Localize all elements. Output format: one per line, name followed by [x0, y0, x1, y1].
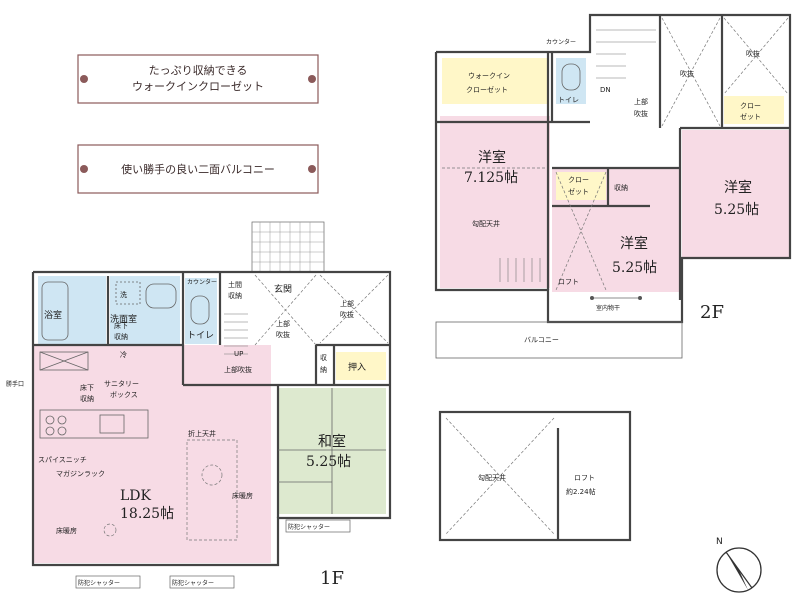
f1-washitsu-size: 5.25帖 — [306, 454, 351, 470]
f1-underfloor2-a: 床下 — [80, 383, 94, 392]
f1-floor-label: 1F — [320, 568, 344, 589]
f1-ldk-name: LDK — [120, 488, 152, 504]
f2-closet-m-a: クロー — [568, 176, 589, 184]
banner-balcony: 使い勝手の良い二面バルコニー — [77, 144, 319, 194]
f2-loft-label: ロフト — [558, 278, 579, 286]
f1-fridge-label: 冷 — [120, 350, 127, 359]
f2-wic-a: ウォークイン — [468, 72, 510, 80]
f1-ldk-size: 18.25帖 — [120, 506, 174, 522]
f2-indoor-dryer: 室内物干 — [596, 304, 620, 312]
f2-toilet-label: トイレ — [558, 96, 579, 104]
f1-toilet-label: トイレ — [187, 331, 214, 341]
f2-room3-name: 洋室 — [724, 179, 752, 196]
f2-room1-name: 洋室 — [478, 149, 506, 166]
f1-bath-label: 浴室 — [44, 309, 62, 321]
f2-storage-label: 収納 — [614, 183, 628, 192]
f2-closet-m-b: ゼット — [568, 187, 589, 196]
f1-floor-heating2: 床暖房 — [56, 526, 77, 535]
f1-washroom-label: 洗面室 — [110, 313, 137, 325]
f1-upper-void2-a: 上部 — [276, 319, 290, 328]
f1-floor-heating1: 床暖房 — [232, 491, 253, 500]
f2-wic-b: クローゼット — [466, 85, 508, 94]
banner-balcony-text: 使い勝手の良い二面バルコニー — [121, 162, 275, 176]
compass-north: N — [716, 537, 723, 547]
loft-name: ロフト — [574, 474, 595, 482]
f1-underfloor1-a: 床下 — [114, 321, 128, 330]
f2-balcony-label: バルコニー — [524, 336, 559, 344]
f1-doma-a: 土間 — [228, 280, 242, 289]
f1-doma-b: 収納 — [228, 291, 242, 300]
f2-counter-label: カウンター — [546, 38, 576, 46]
f2-upper-void-b: 吹抜 — [634, 109, 648, 118]
f1-storage-a: 収 — [320, 354, 327, 362]
f1-washitsu-name: 和室 — [318, 433, 346, 450]
f2-void1: 吹抜 — [680, 69, 694, 78]
loft-plan: 勾配天井 ロフト 約2.24帖 — [438, 410, 632, 542]
f1-upper-void3: 上部吹抜 — [224, 365, 252, 374]
banner-closet-line1: たっぷり収納できる — [149, 64, 248, 77]
floor1-plan: 浴室 洗 洗面室 床下 収納 カウンター トイレ 土間 収納 玄関 上部 吹抜 … — [6, 221, 392, 589]
f2-closet-r-b: ゼット — [740, 112, 761, 121]
f2-room2-name: 洋室 — [620, 235, 648, 252]
f1-sanitary-a: サニタリー — [104, 379, 139, 388]
f1-shutter3: 防犯シャッター — [172, 579, 214, 587]
f2-closet-r-a: クロー — [740, 102, 761, 110]
banner-closet-line2: ウォークインクローゼット — [132, 80, 264, 93]
f2-void2: 吹抜 — [746, 49, 760, 58]
compass-icon: N — [716, 537, 762, 593]
f1-sanitary-b: ボックス — [110, 391, 138, 399]
f1-counter-label: カウンター — [187, 278, 217, 286]
floor2-plan: カウンター ウォークイン クローゼット トイレ DN 吹抜 吹抜 上部 吹抜 ク… — [434, 13, 792, 359]
f1-shutter2: 防犯シャッター — [78, 579, 120, 587]
f2-room2-size: 5.25帖 — [612, 260, 657, 276]
banner-walk-in-closet: たっぷり収納できる ウォークインクローゼット — [77, 54, 319, 104]
f1-shutter1: 防犯シャッター — [288, 523, 330, 531]
loft-size: 約2.24帖 — [566, 487, 596, 496]
f1-underfloor2-b: 収納 — [80, 394, 94, 403]
f1-underfloor1-b: 収納 — [114, 332, 128, 341]
f2-room1-ceiling: 勾配天井 — [472, 219, 500, 228]
f1-up-label: UP — [234, 350, 243, 358]
f1-oshiire-label: 押入 — [348, 361, 366, 373]
f1-upper-void-a: 上部 — [340, 299, 354, 308]
f1-kitchen-side-door: 勝手口 — [6, 380, 24, 388]
f1-storage-b: 納 — [320, 365, 327, 374]
f1-magazine-rack: マガジンラック — [56, 469, 105, 478]
f2-upper-void-a: 上部 — [634, 97, 648, 106]
f2-dn-label: DN — [600, 86, 611, 94]
f2-room1-size: 7.125帖 — [464, 170, 518, 186]
f1-upper-void-b: 吹抜 — [340, 310, 354, 319]
f2-room3-size: 5.25帖 — [714, 202, 759, 218]
f1-upper-void2-b: 吹抜 — [276, 330, 290, 339]
f1-spice-niche: スパイスニッチ — [38, 456, 87, 464]
f1-laundry-label: 洗 — [120, 290, 127, 299]
f2-floor-label: 2F — [700, 302, 724, 323]
f1-folded-ceiling: 折上天井 — [188, 429, 216, 438]
f1-entrance-label: 玄関 — [274, 283, 292, 295]
loft-ceiling: 勾配天井 — [478, 473, 506, 482]
